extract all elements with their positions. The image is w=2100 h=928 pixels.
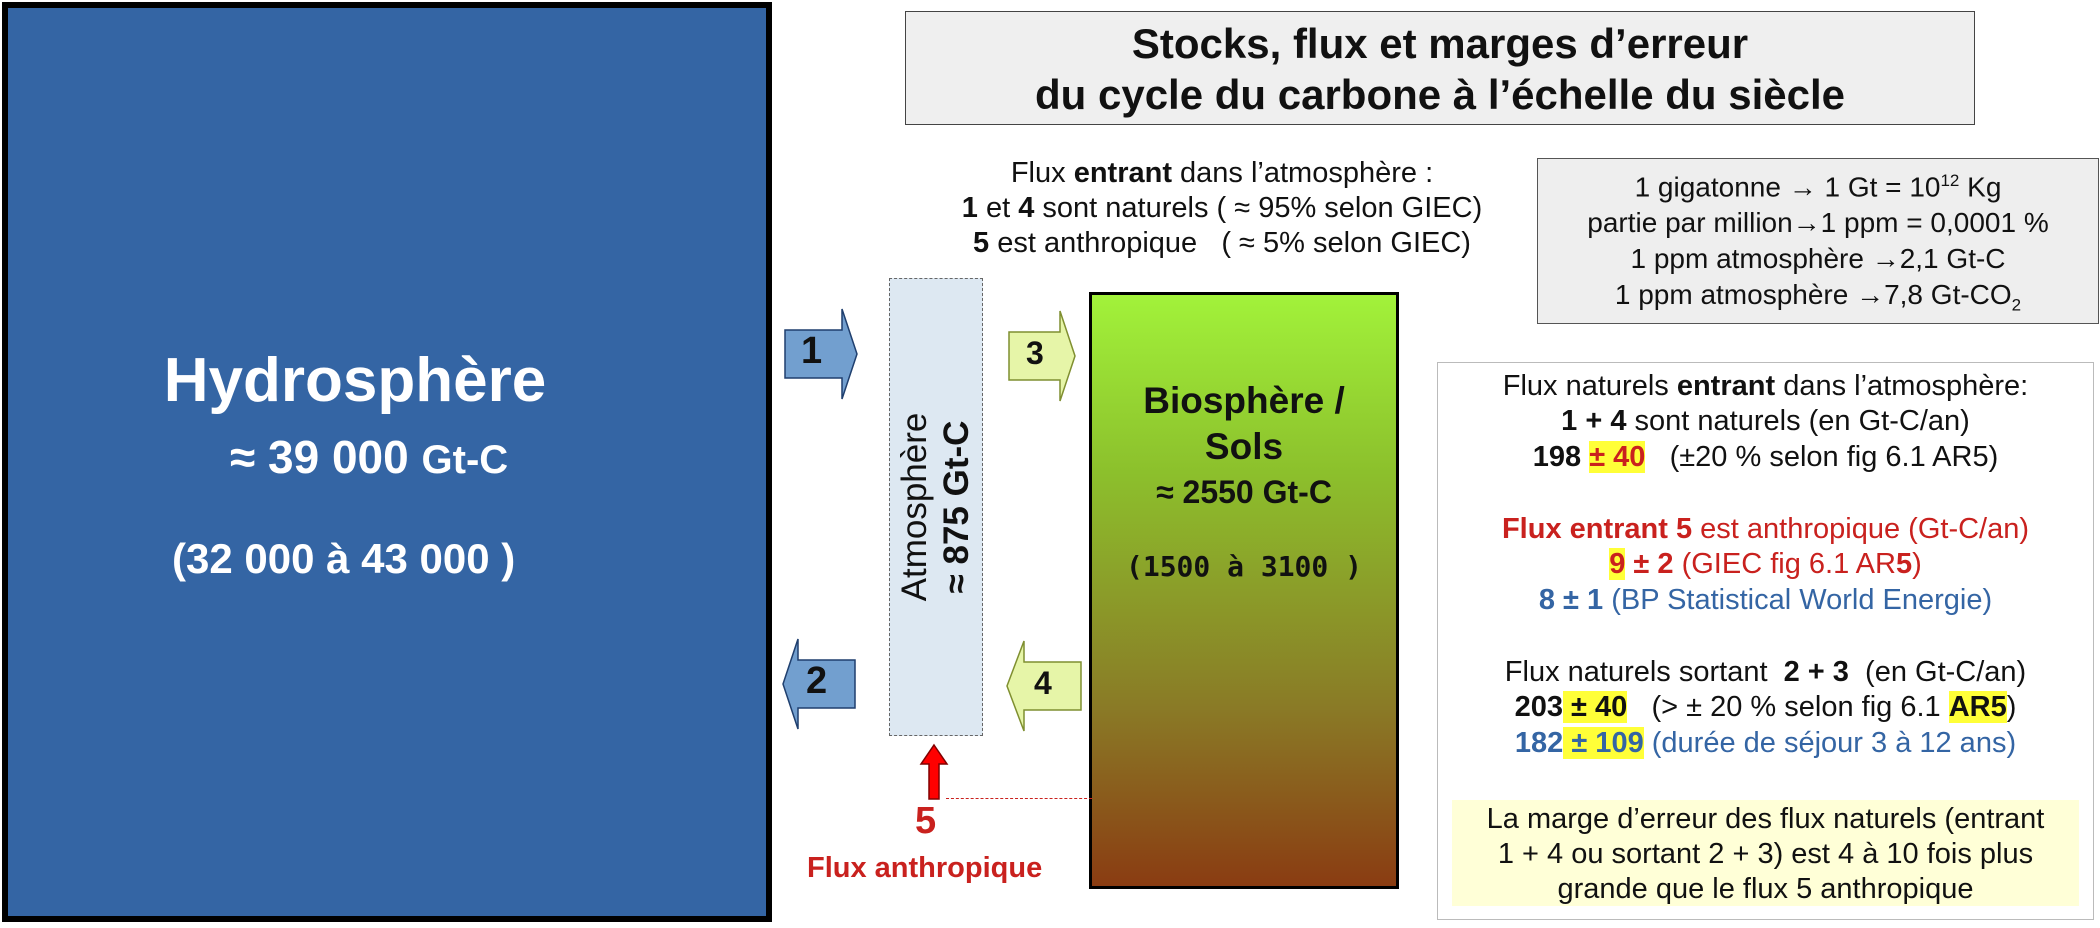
- arrow-1-label: 1: [801, 330, 823, 372]
- diagram-title: Stocks, flux et marges d’erreur du cycle…: [905, 11, 1975, 125]
- info-line-2: 1 + 4 sont naturels (en Gt-C/an): [1561, 405, 1970, 437]
- info-line-6: 8 ± 1 (BP Statistical World Energie): [1538, 584, 1993, 616]
- flux-5-label: Flux anthropique: [807, 852, 1043, 884]
- arrow-4-left-icon: 4: [1006, 640, 1082, 732]
- error-margin-note: La marge d’erreur des flux naturels (ent…: [1452, 800, 2079, 906]
- biosphere-name-line-1: Biosphère /: [1143, 380, 1345, 421]
- units-line-2: partie par million→1 ppm = 0,0001 %: [1587, 207, 2049, 239]
- arrow-3-label: 3: [1026, 335, 1044, 371]
- atmosphere-label: Atmosphère ≈ 875 Gt-C: [894, 413, 978, 602]
- biosphere-name-line-2: Sols: [1204, 426, 1284, 467]
- atmosphere-stock: ≈ 875 Gt-C: [937, 420, 976, 594]
- units-line-4: 1 ppm atmosphère →7,8 Gt-CO2: [1614, 279, 2022, 315]
- biosphere-box: [1089, 292, 1399, 889]
- atmosphere-name: Atmosphère: [895, 412, 934, 602]
- incoming-line-2: 1 et 4 sont naturels ( ≈ 95% selon GIEC): [961, 192, 1483, 224]
- arrow-5-up-icon: [919, 743, 949, 800]
- atmosphere-box: [889, 278, 983, 736]
- note-line-3: grande que le flux 5 anthropique: [1557, 873, 1974, 905]
- flux-5-dashed-line: [946, 798, 1092, 799]
- incoming-flux-text: Flux entrant dans l’atmosphère : 1 et 4 …: [822, 156, 1622, 261]
- units-line-1: 1 gigatonne → 1 Gt = 1012 Kg: [1634, 171, 2002, 203]
- hydrosphere-range: (32 000 à 43 000 ): [172, 535, 516, 582]
- title-line-1: Stocks, flux et marges d’erreur: [1131, 20, 1749, 67]
- arrow-1-right-icon: 1: [784, 308, 858, 400]
- units-box: 1 gigatonne → 1 Gt = 1012 Kg partie par …: [1537, 158, 2099, 324]
- hydrosphere-stock: ≈ 39 000 Gt-C: [230, 431, 509, 483]
- hydrosphere-name: Hydrosphère: [163, 346, 547, 415]
- flux-5-number: 5: [915, 800, 937, 842]
- info-line-1: Flux naturels entrant dans l’atmosphère:: [1502, 370, 2029, 402]
- note-line-1: La marge d’erreur des flux naturels (ent…: [1486, 803, 2045, 835]
- biosphere-name: Biosphère / Sols: [1089, 378, 1399, 470]
- title-line-2: du cycle du carbone à l’échelle du siècl…: [1035, 71, 1845, 118]
- info-line-8: 203 ± 40 (> ± 20 % selon fig 6.1 AR5): [1514, 691, 2017, 723]
- biosphere-stock: ≈ 2550 Gt-C: [1156, 474, 1332, 510]
- info-line-3: 198 ± 40 (±20 % selon fig 6.1 AR5): [1532, 441, 1999, 473]
- arrow-2-left-icon: 2: [782, 638, 856, 730]
- arrow-2-label: 2: [806, 660, 828, 702]
- info-line-7: Flux naturels sortant 2 + 3 (en Gt-C/an): [1504, 656, 2027, 688]
- incoming-line-3: 5 est anthropique ( ≈ 5% selon GIEC): [973, 227, 1471, 259]
- hydrosphere-box: [2, 2, 772, 922]
- arrow-3-right-icon: 3: [1008, 310, 1076, 402]
- incoming-line-1: Flux entrant dans l’atmosphère :: [1010, 157, 1434, 189]
- info-line-4: Flux entrant 5 est anthropique (Gt-C/an): [1501, 513, 2030, 545]
- units-line-3: 1 ppm atmosphère →2,1 Gt-C: [1630, 243, 2006, 275]
- info-line-9: 182 ± 109 (durée de séjour 3 à 12 ans): [1514, 727, 2017, 759]
- biosphere-range: (1500 à 3100 ): [1125, 550, 1362, 583]
- info-line-5: 9 ± 2 (GIEC fig 6.1 AR5): [1609, 548, 1922, 580]
- note-line-2: 1 + 4 ou sortant 2 + 3) est 4 à 10 fois …: [1497, 838, 2034, 870]
- arrow-4-label: 4: [1034, 665, 1052, 701]
